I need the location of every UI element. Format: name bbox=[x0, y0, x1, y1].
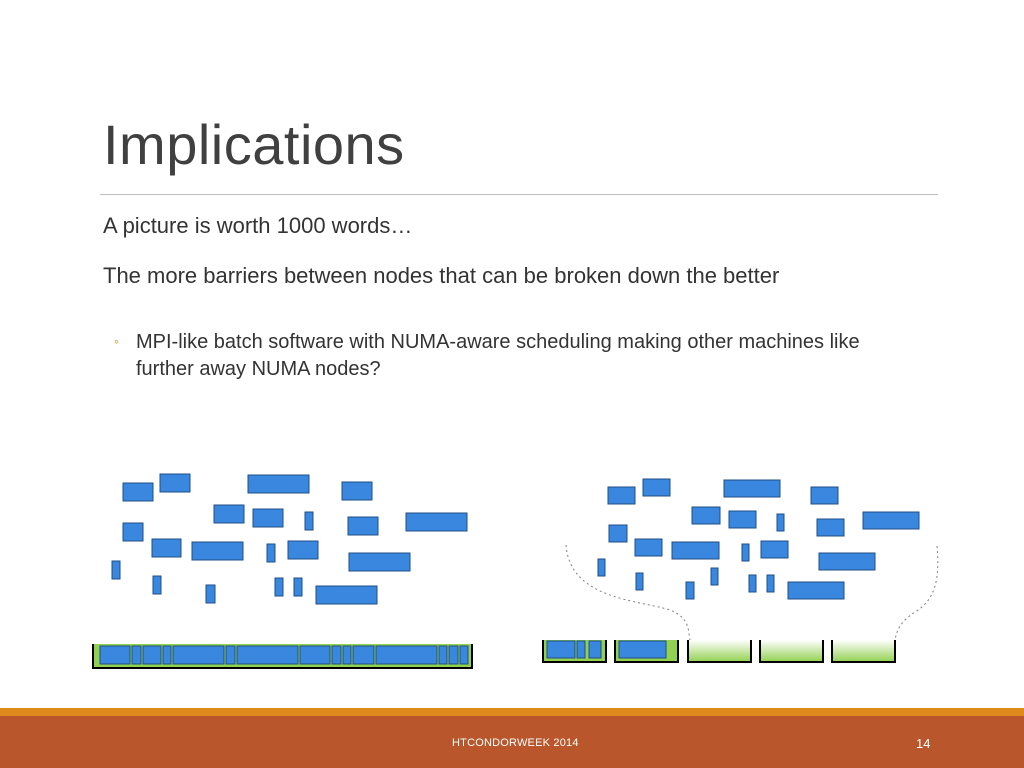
right-scattered-jobs bbox=[597, 478, 920, 600]
job-block bbox=[787, 581, 845, 600]
funnel-left bbox=[565, 544, 691, 641]
tray bbox=[831, 640, 896, 663]
left-scattered-jobs bbox=[111, 473, 468, 605]
job-block bbox=[728, 510, 757, 529]
job-block bbox=[710, 567, 719, 586]
packed-block bbox=[331, 645, 342, 665]
packed-block bbox=[438, 645, 448, 665]
job-block bbox=[810, 486, 839, 505]
job-block bbox=[642, 478, 671, 497]
job-block bbox=[405, 512, 468, 532]
job-block bbox=[274, 577, 284, 597]
packed-block bbox=[99, 645, 131, 665]
slide-title: Implications bbox=[103, 113, 405, 176]
job-block bbox=[159, 473, 191, 493]
right-packed-jobs bbox=[546, 640, 667, 659]
page-number: 14 bbox=[916, 736, 931, 751]
packed-block bbox=[299, 645, 331, 665]
sub-bullet-mpi: MPI-like batch software with NUMA-aware … bbox=[136, 331, 860, 380]
bullet-picture: A picture is worth 1000 words… bbox=[103, 213, 413, 238]
packed-block bbox=[618, 640, 667, 659]
tray bbox=[759, 640, 824, 663]
packed-block bbox=[236, 645, 299, 665]
job-block bbox=[287, 540, 319, 560]
footer-accent-bar bbox=[0, 708, 1024, 716]
job-block bbox=[315, 585, 378, 605]
job-block bbox=[247, 474, 310, 494]
job-block bbox=[266, 543, 276, 563]
job-block bbox=[252, 508, 284, 528]
job-block bbox=[348, 552, 411, 572]
job-block bbox=[341, 481, 373, 501]
tray bbox=[687, 640, 752, 663]
sub-bullet-marker: ◦ bbox=[114, 333, 119, 349]
packed-block bbox=[375, 645, 438, 665]
job-block bbox=[635, 572, 644, 591]
job-block bbox=[151, 538, 182, 558]
packed-block bbox=[225, 645, 236, 665]
job-block bbox=[671, 541, 720, 560]
job-block bbox=[293, 577, 303, 597]
job-block bbox=[818, 552, 876, 571]
bullet-barriers: The more barriers between nodes that can… bbox=[103, 263, 780, 288]
job-block bbox=[634, 538, 663, 557]
job-block bbox=[748, 574, 757, 593]
job-block bbox=[607, 486, 636, 505]
job-block bbox=[816, 518, 845, 537]
footer-label: HTCONDORWEEK 2014 bbox=[452, 737, 579, 749]
job-block bbox=[597, 558, 606, 577]
job-block bbox=[122, 522, 144, 542]
job-block bbox=[685, 581, 695, 600]
job-block bbox=[766, 574, 775, 593]
job-block bbox=[776, 513, 785, 532]
job-block bbox=[862, 511, 920, 530]
packed-block bbox=[459, 645, 469, 665]
packed-block bbox=[448, 645, 459, 665]
job-block bbox=[691, 506, 721, 525]
packed-block bbox=[352, 645, 375, 665]
job-block bbox=[205, 584, 216, 604]
packed-block bbox=[142, 645, 162, 665]
left-unified-tray bbox=[92, 644, 473, 669]
funnel-lines bbox=[565, 544, 939, 641]
footer-bar bbox=[0, 716, 1024, 768]
packed-block bbox=[162, 645, 172, 665]
job-block bbox=[213, 504, 245, 524]
packed-block bbox=[131, 645, 142, 665]
packed-block bbox=[172, 645, 225, 665]
job-block bbox=[152, 575, 162, 595]
packed-block bbox=[342, 645, 352, 665]
packed-block bbox=[576, 640, 586, 659]
job-block bbox=[608, 524, 628, 543]
job-block bbox=[304, 511, 314, 531]
job-packing-diagram bbox=[92, 473, 939, 669]
packed-block bbox=[588, 640, 602, 659]
job-block bbox=[741, 543, 750, 562]
job-block bbox=[191, 541, 244, 561]
title-divider bbox=[100, 194, 938, 195]
job-block bbox=[347, 516, 379, 536]
job-block bbox=[111, 560, 121, 580]
packed-block bbox=[546, 640, 576, 659]
job-block bbox=[760, 540, 789, 559]
job-block bbox=[723, 479, 781, 498]
funnel-right bbox=[894, 545, 939, 641]
job-block bbox=[122, 482, 154, 502]
